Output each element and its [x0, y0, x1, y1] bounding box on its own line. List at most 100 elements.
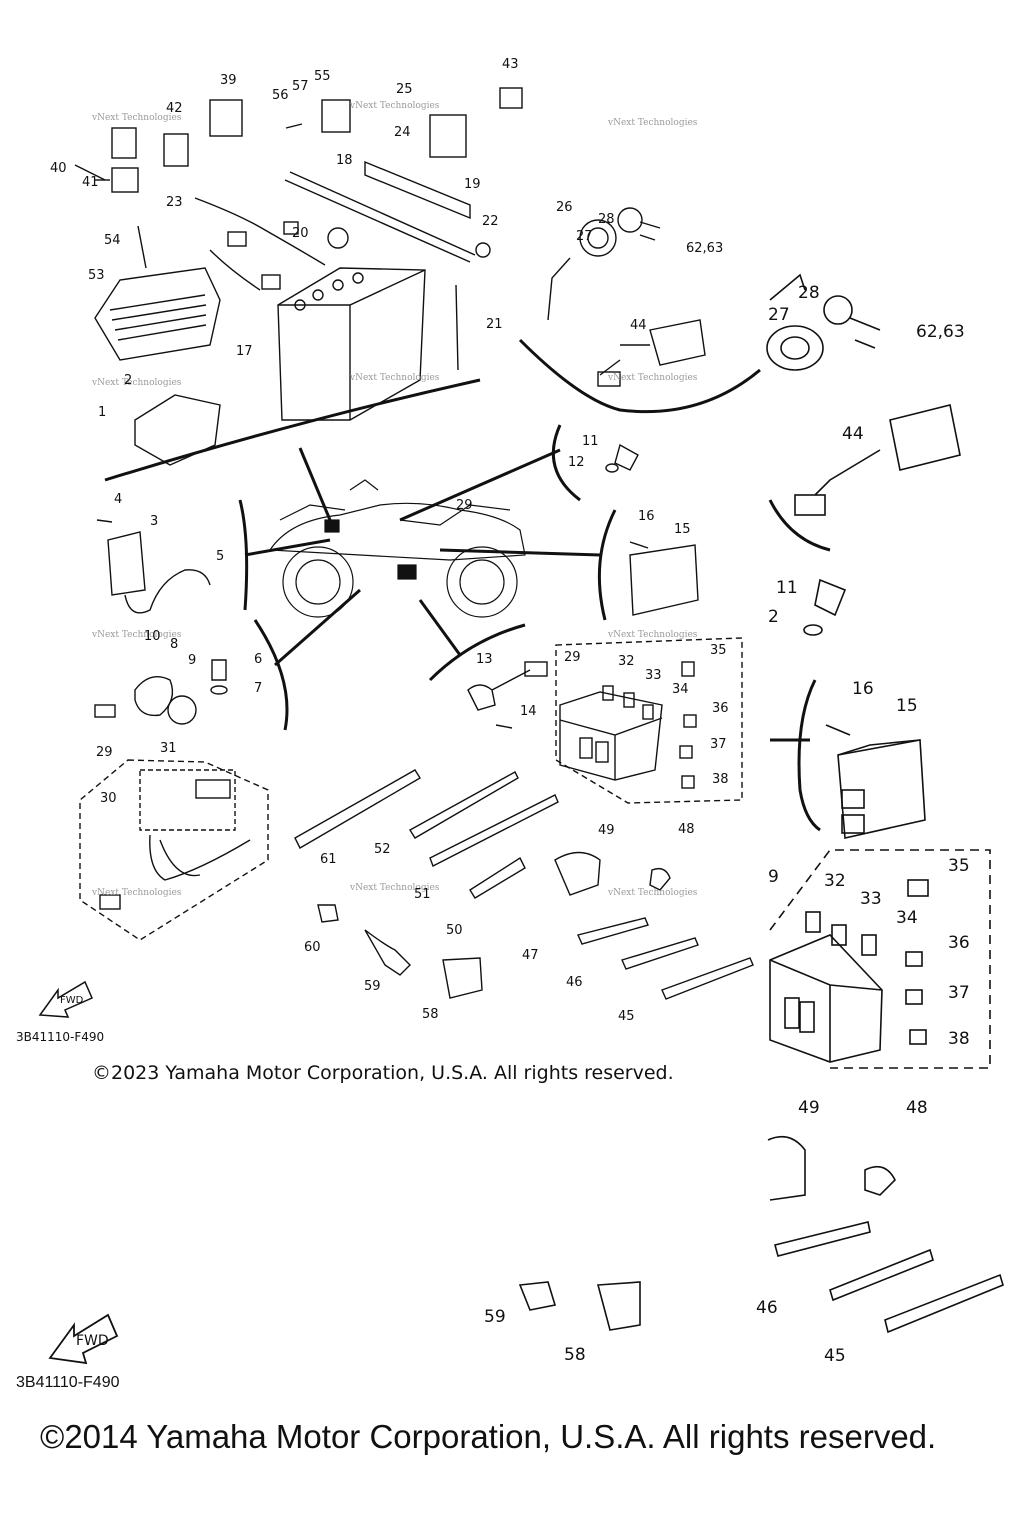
svg-text:vNext Technologies: vNext Technologies: [349, 101, 440, 111]
zoom-callout-48: 48: [906, 1098, 928, 1118]
part-3-coil: [107, 531, 146, 596]
callout-56: 56: [272, 88, 289, 103]
part-42-relay: [163, 133, 189, 167]
section-divider-zoom1: [768, 499, 831, 552]
part-56-screw: [285, 123, 303, 129]
callout-60: 60: [304, 940, 321, 955]
callout-57: 57: [292, 79, 309, 94]
callout-45: 45: [618, 1009, 635, 1024]
zoom-clamps: [518, 1135, 1004, 1334]
section-divider-top: [104, 378, 481, 482]
zoom-callout-58: 58: [564, 1345, 586, 1365]
callout-29b: 29: [564, 650, 581, 665]
callout-24: 24: [394, 125, 411, 140]
copyright-2023: ©2023 Yamaha Motor Corporation, U.S.A. A…: [92, 1062, 674, 1084]
callout-26: 26: [556, 200, 573, 215]
zoom-callout-2: 2: [768, 607, 779, 627]
callout-51: 51: [414, 887, 431, 902]
callout-62-63: 62,63: [686, 241, 723, 256]
callout-44: 44: [630, 318, 647, 333]
callout-14: 14: [520, 704, 537, 719]
callout-18: 18: [336, 153, 353, 168]
callout-19: 19: [464, 177, 481, 192]
diagram-code-large: 3B41110-F490: [16, 1374, 120, 1391]
zoom-callout-35: 35: [948, 856, 970, 876]
part-29-harness-box: [79, 759, 269, 941]
part-20-damper: [327, 227, 349, 249]
section-divider-key: [518, 338, 761, 414]
callout-20: 20: [292, 226, 309, 241]
part-55-relay: [321, 99, 351, 133]
part-32-fuse: [602, 685, 614, 701]
zoom-callout-34: 34: [896, 908, 918, 928]
callout-28: 28: [598, 212, 615, 227]
callout-25: 25: [396, 82, 413, 97]
leader-line: [298, 447, 332, 521]
svg-text:vNext Technologies: vNext Technologies: [607, 373, 698, 383]
part-33-fuse: [623, 692, 635, 708]
part-29-fusebox: [559, 691, 663, 781]
part-37-fuse: [679, 745, 693, 759]
part-5-plug-lead: [124, 569, 211, 614]
svg-text:vNext Technologies: vNext Technologies: [607, 888, 698, 898]
part-24-relay: [429, 114, 467, 158]
part-50-tie: [469, 856, 526, 899]
zoom-callout-33: 33: [860, 889, 882, 909]
svg-text:vNext Technologies: vNext Technologies: [349, 373, 440, 383]
part-58-holder: [442, 957, 483, 999]
part-35-fuse: [681, 661, 695, 677]
part-13-sensor: [467, 669, 531, 711]
leader-line: [399, 448, 561, 522]
part-28-cap: [617, 207, 643, 233]
callout-49: 49: [598, 823, 615, 838]
zoom-callout-36: 36: [948, 933, 970, 953]
part-15-rectifier: [629, 544, 699, 616]
svg-text:FWD: FWD: [76, 1333, 109, 1349]
zoom-callout-15: 15: [896, 696, 918, 716]
callout-labels: 1 2 3 4 5 6 7 8 9 10 11 12 13 14 15 16 1…: [50, 57, 729, 1024]
part-6-switch: [211, 659, 227, 681]
callout-37: 37: [710, 737, 727, 752]
callout-32: 32: [618, 654, 635, 669]
callout-30: 30: [100, 791, 117, 806]
zoom-callout-59: 59: [484, 1307, 506, 1327]
zoom-callout-11: 11: [776, 578, 798, 598]
callout-7: 7: [254, 681, 262, 696]
atv-illustration: [268, 479, 526, 618]
callout-54: 54: [104, 233, 121, 248]
callout-8: 8: [170, 637, 178, 652]
callout-17: 17: [236, 344, 253, 359]
callout-15: 15: [674, 522, 691, 537]
part-52-tie: [409, 771, 519, 839]
callout-11: 11: [582, 434, 599, 449]
callout-29c: 29: [96, 745, 113, 760]
leader-line: [244, 538, 331, 557]
svg-text:FWD: FWD: [60, 995, 84, 1006]
part-41-socket: [111, 167, 139, 193]
callout-5: 5: [216, 549, 224, 564]
section-divider-zoom2: [797, 679, 821, 832]
part-39-relay: [209, 99, 243, 137]
section-divider-right: [597, 509, 617, 621]
callout-48: 48: [678, 822, 695, 837]
callout-12: 12: [568, 455, 585, 470]
part-22-nut: [475, 242, 491, 258]
callout-33: 33: [645, 668, 662, 683]
callout-43: 43: [502, 57, 519, 72]
callout-40: 40: [50, 161, 67, 176]
callout-34: 34: [672, 682, 689, 697]
zoom-fusebox-29: [769, 849, 991, 1069]
part-48-clamp: [649, 867, 671, 891]
callout-61: 61: [320, 852, 337, 867]
part-45-band: [661, 957, 754, 1000]
callout-2: 2: [124, 373, 132, 388]
callout-4: 4: [114, 492, 122, 507]
svg-text:vNext Technologies: vNext Technologies: [607, 118, 698, 128]
part-44-socket: [599, 319, 706, 376]
callout-3: 3: [150, 514, 158, 529]
zoom-callout-9: 9: [768, 867, 779, 887]
section-divider-mid: [551, 424, 581, 502]
zoom-main-switch: [766, 273, 881, 371]
callout-36: 36: [712, 701, 729, 716]
